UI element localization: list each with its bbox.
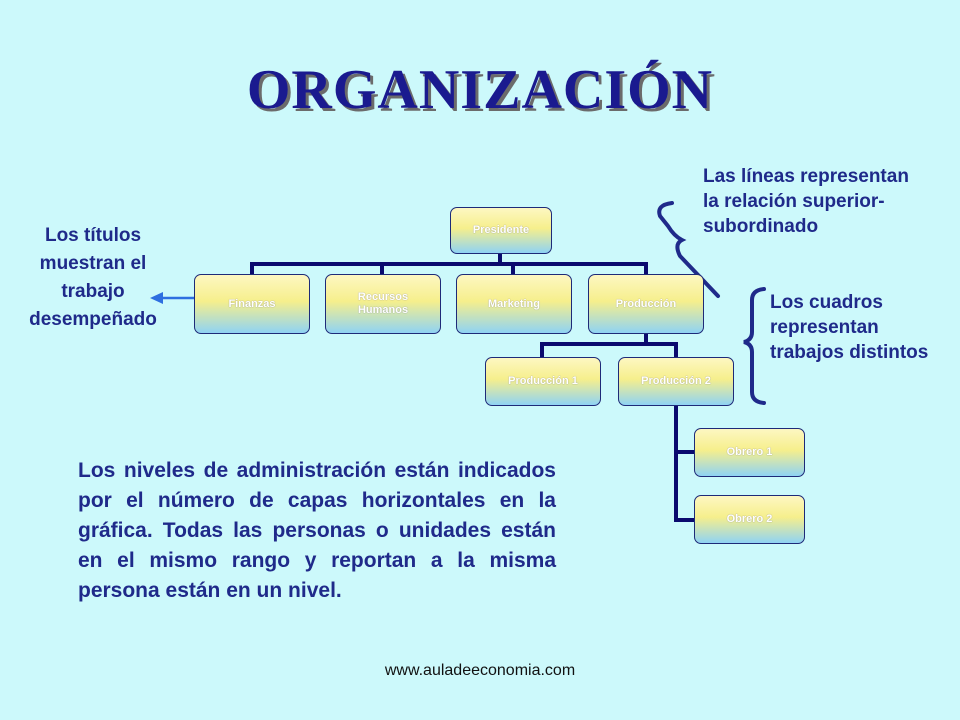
org-box-obrero-2: Obrero 2 [694, 495, 805, 544]
box-label: Obrero 1 [726, 446, 773, 458]
lines-note: Las líneas representan la relación super… [703, 166, 909, 237]
org-box-produccion-1: Producción 1 [485, 357, 601, 406]
org-box-produccion: Producción [588, 274, 704, 334]
box-label: Marketing [488, 297, 540, 310]
titles-note: Los títulos muestran el trabajo desempeñ… [29, 225, 157, 330]
box-label: Producción 1 [508, 375, 578, 387]
org-box-presidente: Presidente [450, 207, 552, 254]
org-box-recursos-humanos: Recursos Humanos [325, 274, 441, 334]
org-box-finanzas: Finanzas [194, 274, 310, 334]
box-label: Presidente [472, 224, 530, 236]
boxes-note: Los cuadros representan trabajos distint… [770, 292, 929, 363]
page-title: ORGANIZACIÓN [246, 59, 714, 121]
org-box-produccion-2: Producción 2 [618, 357, 734, 406]
brace-icon [657, 201, 720, 298]
box-label: Producción [615, 297, 677, 310]
box-label: Recursos [357, 291, 409, 303]
box-label: Humanos [357, 304, 409, 316]
box-label: Finanzas [228, 297, 276, 310]
brace-icon [743, 287, 766, 405]
box-label: Obrero 2 [726, 513, 773, 525]
org-box-marketing: Marketing [456, 274, 572, 334]
org-box-obrero-1: Obrero 1 [694, 428, 805, 477]
footer-url: www.auladeeconomia.com [384, 662, 576, 679]
box-label: Producción 2 [641, 375, 711, 387]
levels-paragraph: Los niveles de administración están indi… [78, 459, 556, 602]
